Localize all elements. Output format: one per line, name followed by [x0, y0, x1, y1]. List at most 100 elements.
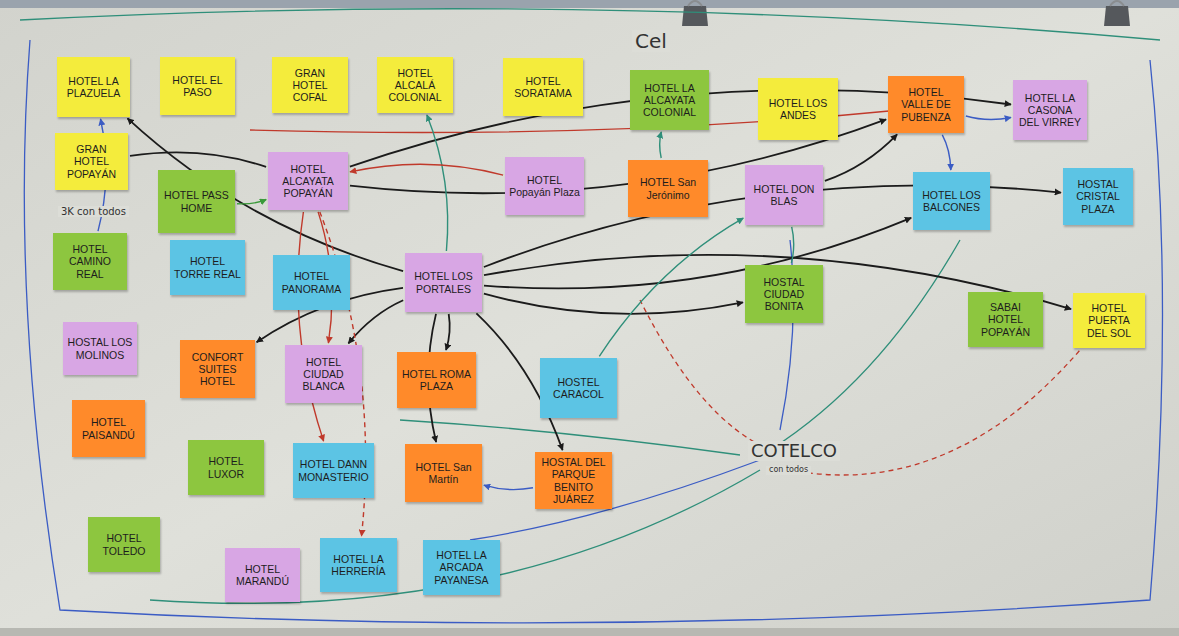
note-body: HOTEL TORRE REAL	[174, 255, 241, 279]
connector	[966, 116, 1011, 119]
hotel-name: HOTEL PUERTA DEL SOL	[1077, 302, 1141, 338]
note-body: HOTEL ALCAYATA POPAYÁN	[272, 163, 344, 199]
connector	[128, 118, 404, 271]
note-body: GRAN HOTEL POPAYÁN	[59, 143, 124, 179]
hotel-name: HOSTAL DEL PARQUE BENITO JUÁREZ	[539, 456, 608, 504]
note-body: HOTEL PASS HOME	[162, 189, 231, 213]
sticky-note: HOTEL LA ALCAYATA COLONIAL	[630, 70, 709, 130]
sticky-note: HOTEL MARANDÚ	[225, 548, 300, 602]
note-body: HOTEL PAISANDÚ	[76, 416, 141, 440]
sticky-note: HOTEL LUXOR	[188, 440, 264, 495]
note-body: HOTEL SORATAMA	[507, 75, 579, 99]
note-body: HOTEL DANN MONASTERIO	[297, 458, 370, 482]
sticky-note: HOTEL CAMINO REAL	[53, 233, 127, 290]
connector	[791, 227, 793, 263]
hotel-name: HOTEL San Martín	[409, 461, 478, 485]
sticky-note: HOTEL LA PLAZUELA	[57, 57, 130, 117]
note-body: HOTEL ALCALÁ COLONIAL	[381, 67, 449, 103]
note-body: HOTEL DON BLAS	[749, 183, 819, 207]
sticky-note: GRAN HOTEL COFAL	[272, 57, 348, 113]
handwritten-note: Cel	[632, 30, 670, 52]
clip-handle	[688, 1, 702, 6]
note-body: HOTEL LA CASONA DEL VIRREY	[1017, 92, 1083, 128]
note-body: HOTEL EL PASO	[164, 74, 231, 98]
board-frame	[0, 0, 1179, 8]
note-body: HOSTEL CARACOL	[544, 376, 613, 400]
sticky-note: HOTEL LOS PORTALES	[405, 253, 482, 312]
note-body: HOTEL CAMINO REAL	[57, 243, 123, 279]
hotel-name: HOTEL EL PASO	[164, 74, 231, 98]
sticky-note: GRAN HOTEL POPAYÁN	[55, 133, 128, 190]
hotel-name: HOTEL TOLEDO	[92, 532, 156, 556]
handwritten-note: con todos	[766, 466, 811, 475]
note-body: HOTEL Popayán Plaza	[509, 174, 580, 198]
note-body: HOTEL PUERTA DEL SOL	[1077, 302, 1141, 338]
handwritten-note: 3K con todos	[58, 206, 129, 217]
connector	[237, 200, 266, 204]
sticky-note: CONFORT SUITES HOTEL	[180, 340, 255, 398]
scribble-line	[20, 9, 1160, 40]
hotel-name: HOTEL LOS BALCONES	[917, 189, 986, 213]
note-body: HOTEL ROMA PLAZA	[401, 368, 472, 392]
hotel-name: HOTEL VALLE DE PUBENZA	[892, 86, 960, 122]
hotel-name: GRAN HOTEL COFAL	[276, 67, 344, 103]
sticky-note: SABAI HOTEL POPAYÁN	[968, 292, 1043, 347]
sticky-note: HOTEL CIUDAD BLANCA	[285, 345, 362, 403]
sticky-note: HOTEL EL PASO	[160, 57, 235, 115]
note-body: HOTEL LOS PORTALES	[409, 270, 478, 294]
binder-clip	[682, 1, 708, 26]
connector	[484, 294, 743, 314]
hotel-name: HOTEL MARANDÚ	[229, 563, 296, 587]
note-body: HOSTAL CRISTAL PLAZA	[1067, 178, 1129, 214]
clip-handle	[1110, 1, 1124, 6]
note-body: HOTEL LA PLAZUELA	[61, 75, 126, 99]
binder-clip	[1104, 1, 1130, 26]
connector	[350, 164, 503, 175]
note-body: HOTEL LA HERRERÍA	[324, 553, 393, 577]
hotel-name: HOTEL LA ARCADA PAYANESA	[427, 549, 496, 585]
hotel-name: HOTEL TORRE REAL	[174, 255, 241, 279]
hotel-name: HOSTEL CARACOL	[544, 376, 613, 400]
hotel-name: HOTEL PAISANDÚ	[76, 416, 141, 440]
handwritten-note: COTELCO	[748, 441, 840, 461]
hotel-name: HOSTAL CRISTAL PLAZA	[1067, 178, 1129, 214]
note-body: HOTEL LOS BALCONES	[917, 189, 986, 213]
sticky-note: HOTEL LOS ANDES	[758, 78, 838, 140]
sticky-note: HOSTAL DEL PARQUE BENITO JUÁREZ	[535, 452, 612, 509]
sticky-note: HOTEL LA ARCADA PAYANESA	[423, 540, 500, 595]
note-body: HOSTAL CIUDAD BONITA	[749, 276, 819, 312]
scribble-line	[24, 40, 1162, 623]
sticky-note: HOTEL DANN MONASTERIO	[293, 443, 374, 498]
sticky-note: HOSTAL CRISTAL PLAZA	[1063, 168, 1133, 225]
hotel-name: HOTEL San Jerónimo	[632, 176, 704, 200]
hotel-name: HOTEL LOS PORTALES	[409, 270, 478, 294]
hotel-name: HOTEL Popayán Plaza	[509, 174, 580, 198]
connector	[348, 300, 403, 343]
hotel-name: CONFORT SUITES HOTEL	[184, 351, 251, 387]
hotel-name: HOTEL LA ALCAYATA COLONIAL	[634, 82, 705, 118]
note-body: HOTEL LUXOR	[192, 455, 260, 479]
hotel-name: HOTEL DON BLAS	[749, 183, 819, 207]
sticky-note: HOTEL ROMA PLAZA	[397, 352, 476, 408]
hotel-name: HOTEL LA HERRERÍA	[324, 553, 393, 577]
sticky-note: HOTEL TOLEDO	[88, 517, 160, 572]
sticky-note: HOTEL PUERTA DEL SOL	[1073, 293, 1145, 348]
sticky-note: HOTEL PAISANDÚ	[72, 400, 145, 457]
hotel-name: HOSTAL LOS MOLINOS	[67, 336, 133, 360]
hotel-name: HOTEL PANORAMA	[277, 270, 346, 294]
connector	[298, 212, 324, 441]
scribble-line	[470, 460, 760, 540]
note-body: HOTEL MARANDÚ	[229, 563, 296, 587]
sticky-note: HOTEL LA CASONA DEL VIRREY	[1013, 80, 1087, 140]
connector	[599, 218, 743, 356]
note-body: GRAN HOTEL COFAL	[276, 67, 344, 103]
connector	[427, 115, 448, 251]
hotel-name: HOTEL ALCAYATA POPAYÁN	[272, 163, 344, 199]
note-body: HOTEL San Jerónimo	[632, 176, 704, 200]
marker-scribbles	[20, 9, 1163, 623]
hotel-name: HOSTAL CIUDAD BONITA	[749, 276, 819, 312]
sticky-note: HOTEL ALCAYATA POPAYÁN	[268, 152, 348, 210]
note-body: HOSTAL LOS MOLINOS	[67, 336, 133, 360]
